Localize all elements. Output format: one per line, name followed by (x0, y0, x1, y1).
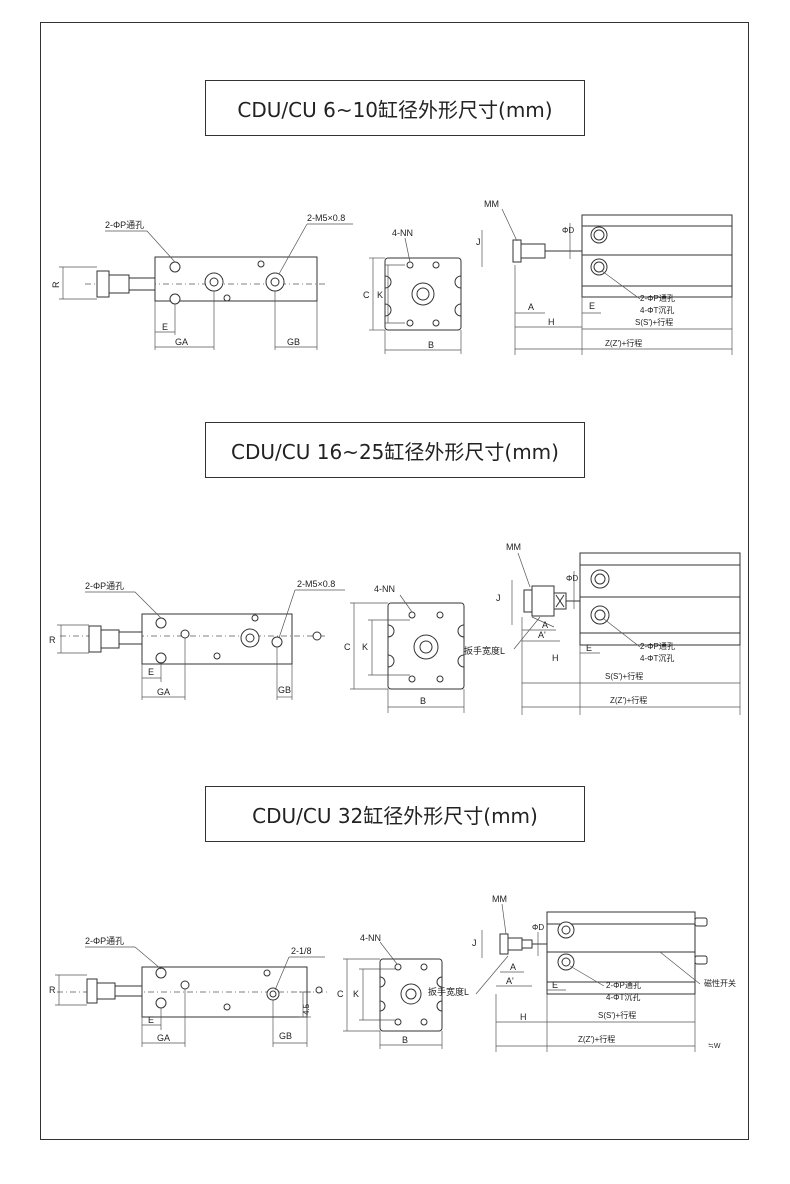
dim-A-prime: A' (538, 630, 546, 640)
dim-GB: GB (278, 685, 291, 695)
label-port-m5: 2-M5×0.8 (307, 213, 345, 223)
label-mm: MM (484, 199, 499, 209)
dim-4-5: 4.5 (302, 1003, 311, 1015)
dim-A: A (510, 962, 516, 972)
dim-GA: GA (157, 687, 170, 697)
label-4-nn: 4-NN (360, 933, 381, 943)
label-4-phi-t-counterbore: 4-ΦT沉孔 (640, 306, 674, 315)
section-2-title: CDU/CU 16~25缸径外形尺寸(mm) (205, 422, 585, 478)
section-1-title: CDU/CU 6~10缸径外形尺寸(mm) (205, 80, 585, 136)
dim-A-prime: A' (506, 976, 514, 986)
dim-GA: GA (157, 1033, 170, 1043)
dim-z-stroke: Z(Z')+行程 (610, 695, 647, 705)
dim-H: H (548, 317, 555, 327)
label-port-m5: 2-M5×0.8 (297, 579, 335, 589)
dim-phi-d: ΦD (566, 574, 578, 583)
dim-phi-d: ΦD (562, 226, 574, 235)
dim-A: A (542, 620, 548, 630)
dim-E: E (148, 1015, 154, 1025)
label-wrench-width-l: 扳手宽度L (428, 986, 469, 997)
dim-R: R (49, 635, 56, 645)
label-2-phi-p-through-hole: 2-ΦP通孔 (640, 641, 675, 651)
drawing-frame (40, 22, 749, 1140)
label-2-phi-p-through-hole: 2-ΦP通孔 (640, 293, 675, 303)
dim-E: E (552, 980, 558, 990)
dim-K: K (377, 290, 383, 300)
dim-R: R (49, 985, 56, 995)
label-4-phi-t-counterbore: 4-ΦT沉孔 (640, 654, 674, 663)
label-4-phi-t-counterbore: 4-ΦT沉孔 (606, 993, 640, 1002)
dim-J: J (472, 938, 477, 948)
label-2-phi-p-through-hole: 2-ΦP通孔 (105, 220, 144, 230)
dim-B: B (402, 1035, 408, 1045)
dim-H: H (552, 653, 559, 663)
section-3-top-view: R E GA GB 4.5 2-ΦP通孔 2-1/8 (49, 936, 329, 1047)
dim-K: K (362, 642, 368, 652)
dim-E: E (148, 667, 154, 677)
label-port-1-8: 2-1/8 (291, 946, 312, 956)
dim-K: K (353, 989, 359, 999)
section-2-end-view: C K B 4-NN (344, 584, 465, 713)
dim-w: ≒W (708, 1043, 721, 1050)
dim-R: R (51, 281, 61, 288)
dim-GB: GB (287, 337, 300, 347)
label-2-phi-p-through-hole: 2-ΦP通孔 (85, 581, 124, 591)
dim-GA: GA (175, 337, 188, 347)
dim-A: A (528, 302, 534, 312)
dim-B: B (420, 696, 426, 706)
section-1-side-view: MM J ΦD A E H 2-ΦP通孔 4-ΦT沉孔 S(S')+行程 Z(Z… (476, 199, 733, 355)
dim-H: H (520, 1012, 527, 1022)
dim-C: C (344, 642, 351, 652)
label-2-phi-p-through-hole: 2-ΦP通孔 (85, 936, 124, 946)
dim-E: E (589, 301, 595, 311)
dim-s-stroke: S(S')+行程 (635, 317, 673, 327)
dim-z-stroke: Z(Z')+行程 (605, 338, 642, 348)
section-1-end-view: C K B 4-NN (363, 228, 462, 354)
dim-J: J (476, 237, 481, 247)
dim-s-stroke: S(S')+行程 (598, 1010, 636, 1020)
dim-E: E (586, 643, 592, 653)
dim-z-stroke: Z(Z')+行程 (578, 1034, 615, 1044)
section-2-top-view: R E GA GB 2-ΦP通孔 2-M5×0.8 (49, 579, 345, 700)
section-2-side-view: MM J ΦD A A' 扳手宽度L H E 2-ΦP通孔 4-ΦT沉孔 S(S… (464, 542, 741, 715)
dim-C: C (337, 989, 344, 999)
label-wrench-width-l: 扳手宽度L (464, 645, 505, 656)
section-3-side-view: MM J ΦD A A' 扳手宽度L E H 2-ΦP通孔 4-ΦT沉孔 磁性开… (428, 894, 736, 1052)
dim-GB: GB (279, 1031, 292, 1041)
section-3-title: CDU/CU 32缸径外形尺寸(mm) (205, 786, 585, 842)
section-1-top-view: R E GA GB 2-ΦP通孔 2-M5×0.8 (51, 213, 353, 350)
dim-C: C (363, 290, 370, 300)
dim-E: E (162, 322, 168, 332)
label-magnetic-switch: 磁性开关 (704, 978, 736, 988)
dim-s-stroke: S(S')+行程 (605, 671, 643, 681)
dim-B: B (428, 340, 434, 350)
label-4-nn: 4-NN (392, 228, 413, 238)
label-mm: MM (492, 894, 507, 904)
label-4-nn: 4-NN (374, 584, 395, 594)
section-3-end-view: C K B 4-NN (337, 933, 443, 1049)
dim-J: J (496, 593, 501, 603)
label-mm: MM (506, 542, 521, 552)
dim-phi-d: ΦD (532, 923, 544, 932)
label-2-phi-p-through-hole: 2-ΦP通孔 (606, 980, 641, 990)
